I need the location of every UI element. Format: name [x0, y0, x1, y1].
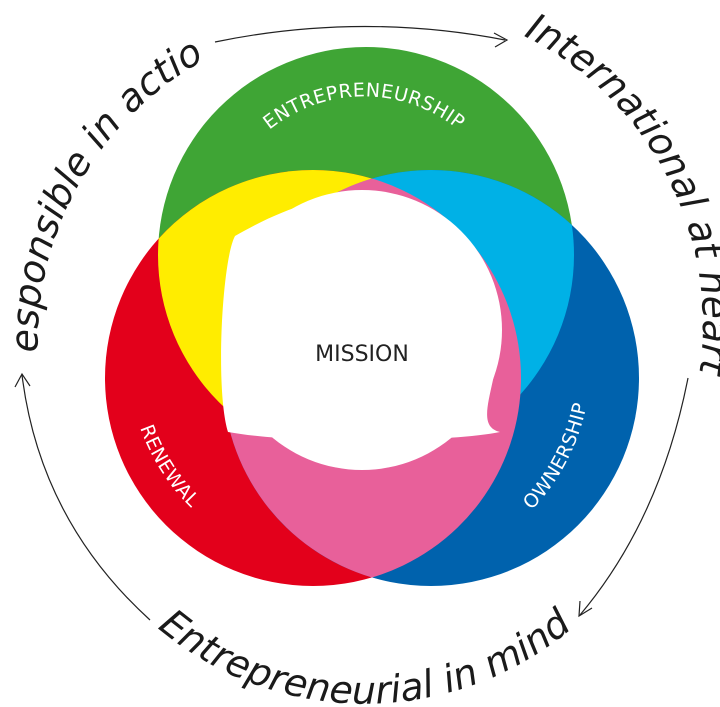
- mission-center-core: [222, 190, 502, 470]
- ring-arrow-left: [21, 374, 151, 621]
- ring-arrow-top: [214, 25, 506, 43]
- entrepreneurial-in-mind-label: Entrepreneurial in mind: [152, 600, 580, 707]
- ring-arrow-right-head: [578, 600, 593, 618]
- ring-arrow-top-head: [493, 32, 509, 48]
- ring-arrow-left-head: [14, 372, 31, 388]
- entrepreneurial-in-mind-text: Entrepreneurial in mind: [152, 600, 580, 707]
- mission-label: MISSION: [315, 342, 409, 367]
- ring-arrow-right: [579, 377, 689, 616]
